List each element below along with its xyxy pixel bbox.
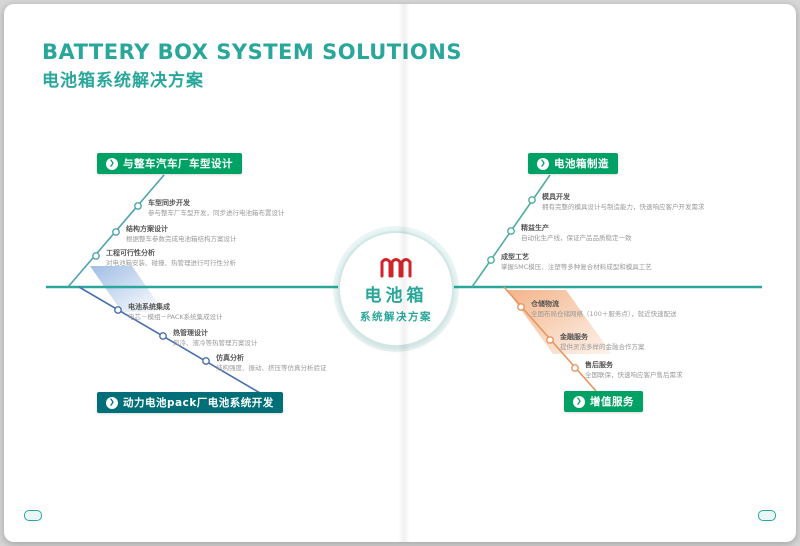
hub-title: 电池箱: [364, 286, 428, 306]
page-title: BATTERY BOX SYSTEM SOLUTIONS: [42, 40, 462, 64]
branch-note: 结构方案设计 根据整车参数完成电池箱结构方案设计: [126, 225, 237, 244]
branch-label-text: 增值服务: [590, 396, 634, 408]
branch-note: 成型工艺 掌握SMC模压、注塑等多种复合材料成型和模具工艺: [501, 253, 652, 272]
blue-gradient-patch: [90, 266, 164, 312]
branch-note: 售后服务 全国联保，快速响应客户售后需求: [585, 361, 683, 380]
branch-note: 电池系统集成 电芯－模组－PACK系统集成设计: [128, 303, 223, 322]
chevron-icon: ❯: [106, 396, 118, 409]
branch-label-value-added-service: ❯ 增值服务: [564, 391, 643, 412]
chevron-icon: ❯: [573, 395, 585, 408]
hub-subtitle: 系统解决方案: [360, 311, 432, 323]
brochure-page: BATTERY BOX SYSTEM SOLUTIONS 电池箱系统解决方案 ❯…: [4, 4, 796, 542]
branch-label-text: 电池箱制造: [554, 158, 609, 170]
page-number-badge-right: [758, 510, 776, 521]
branch-label-text: 动力电池pack厂电池系统开发: [123, 397, 274, 409]
branch-note: 模具开发 拥有完整的模具设计与制造能力，快速响应客户开发需求: [542, 193, 705, 212]
chevron-icon: ❯: [106, 157, 118, 170]
branch-note: 热管理设计 风冷、液冷等热管理方案设计: [173, 329, 258, 348]
page-subtitle: 电池箱系统解决方案: [42, 71, 204, 91]
branch-label-text: 与整车汽车厂车型设计: [123, 158, 233, 170]
branch-nodes: [92, 196, 579, 372]
branch-label-pack-development: ❯ 动力电池pack厂电池系统开发: [97, 392, 283, 413]
branch-label-vehicle-design: ❯ 与整车汽车厂车型设计: [97, 153, 242, 174]
branch-note: 金融服务 提供灵活多样的金融合作方案: [560, 333, 645, 352]
branch-note: 仿真分析 结构强度、振动、挤压等仿真分析验证: [216, 354, 327, 373]
chevron-icon: ❯: [537, 157, 549, 170]
branch-note: 精益生产 自动化生产线，保证产品品质稳定一致: [521, 224, 632, 243]
branch-label-box-manufacturing: ❯ 电池箱制造: [528, 153, 618, 174]
branch-note: 工程可行性分析 对电池箱安装、碰撞、热管理进行可行性分析: [106, 249, 236, 268]
branch-line-bottom-left: [78, 286, 261, 394]
brand-logo-icon: [380, 258, 412, 278]
orange-gradient-patch: [507, 290, 612, 354]
branch-note: 仓储物流 全国布局仓储网络（100＋服务点），就近快速配送: [531, 300, 677, 319]
center-hub-circle: 电池箱 系统解决方案: [338, 231, 454, 347]
page-fold: [398, 4, 410, 542]
branch-note: 车型同步开发 参与整车厂车型开发，同步进行电池箱布置设计: [148, 199, 285, 218]
page-number-badge-left: [24, 510, 42, 521]
